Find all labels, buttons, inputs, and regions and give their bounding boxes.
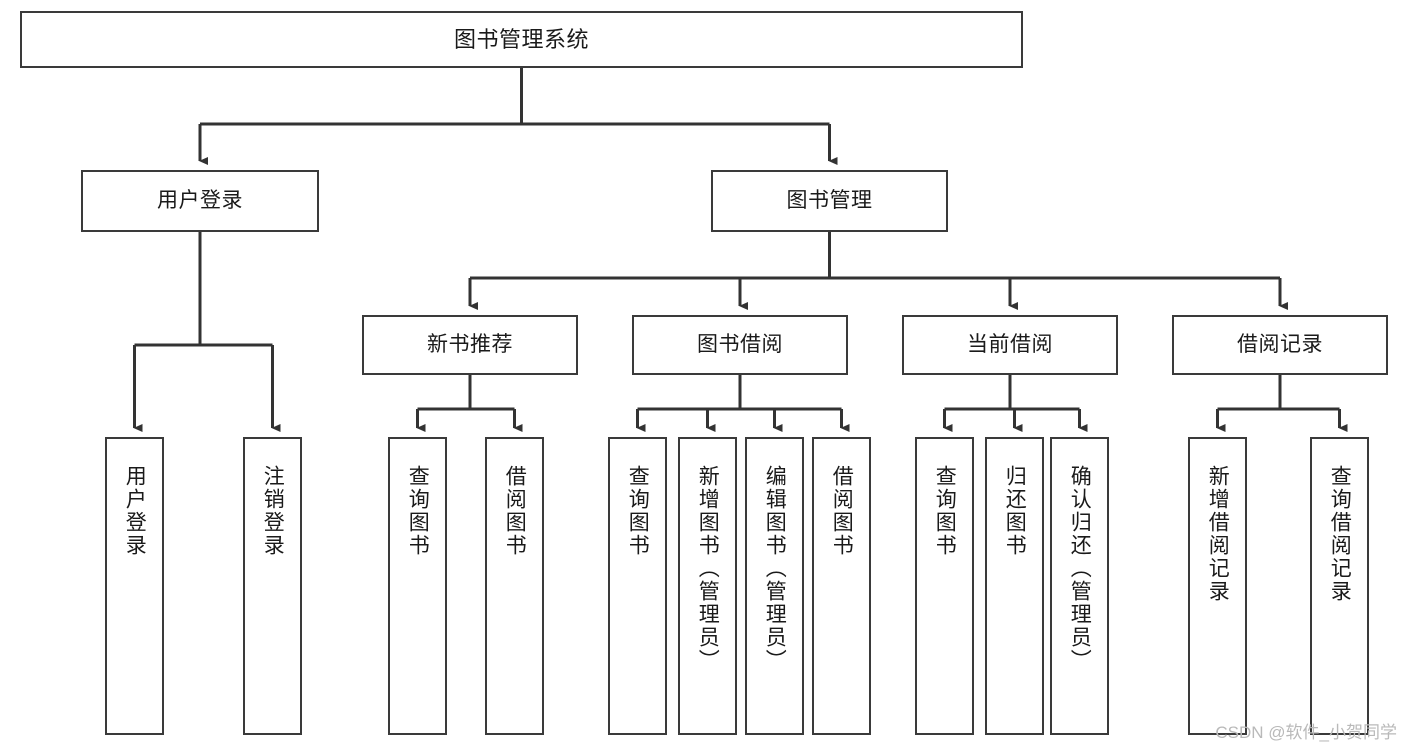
node-label: 查询图书	[406, 465, 430, 557]
node-label: 注销登录	[261, 465, 285, 557]
node-borrow[interactable]: 图书借阅	[632, 315, 848, 375]
node-label: 新增借阅记录	[1206, 465, 1230, 603]
node-label: 用户登录	[123, 465, 147, 557]
node-label: 图书管理	[786, 188, 873, 212]
node-label: 图书管理系统	[453, 26, 589, 52]
node-leaf-cur-query[interactable]: 查询图书	[915, 437, 974, 735]
node-label: 当前借阅	[967, 332, 1053, 356]
node-label: 新增图书（管理员）	[696, 465, 720, 672]
node-leaf-user-login[interactable]: 用户登录	[105, 437, 164, 735]
node-leaf-rec-add[interactable]: 新增借阅记录	[1188, 437, 1247, 735]
node-label: 用户登录	[157, 188, 243, 212]
watermark-text: CSDN @软件_小贺同学	[1215, 723, 1397, 742]
node-leaf-bor-query[interactable]: 查询图书	[608, 437, 667, 735]
node-label: 新书推荐	[427, 332, 513, 356]
node-bookmgmt[interactable]: 图书管理	[711, 170, 948, 232]
node-leaf-cur-return[interactable]: 归还图书	[985, 437, 1044, 735]
node-newbook[interactable]: 新书推荐	[362, 315, 578, 375]
node-leaf-rec-query[interactable]: 查询借阅记录	[1310, 437, 1369, 735]
node-leaf-bor-lend[interactable]: 借阅图书	[812, 437, 871, 735]
node-login[interactable]: 用户登录	[81, 170, 319, 232]
node-leaf-user-logout[interactable]: 注销登录	[243, 437, 302, 735]
node-current[interactable]: 当前借阅	[902, 315, 1118, 375]
node-label: 归还图书	[1003, 465, 1027, 557]
node-label: 编辑图书（管理员）	[763, 465, 787, 672]
node-leaf-cur-confirm[interactable]: 确认归还（管理员）	[1050, 437, 1109, 735]
node-leaf-bor-add[interactable]: 新增图书（管理员）	[678, 437, 737, 735]
node-label: 查询借阅记录	[1328, 465, 1352, 603]
node-label: 图书借阅	[697, 332, 783, 356]
node-label: 查询图书	[933, 465, 957, 557]
node-label: 借阅记录	[1237, 332, 1323, 356]
node-root[interactable]: 图书管理系统	[20, 11, 1023, 68]
node-label: 借阅图书	[830, 465, 854, 557]
node-leaf-new-query[interactable]: 查询图书	[388, 437, 447, 735]
node-label: 确认归还（管理员）	[1068, 465, 1092, 672]
node-leaf-bor-edit[interactable]: 编辑图书（管理员）	[745, 437, 804, 735]
node-label: 借阅图书	[503, 465, 527, 557]
node-label: 查询图书	[626, 465, 650, 557]
node-leaf-new-borrow[interactable]: 借阅图书	[485, 437, 544, 735]
node-records[interactable]: 借阅记录	[1172, 315, 1388, 375]
